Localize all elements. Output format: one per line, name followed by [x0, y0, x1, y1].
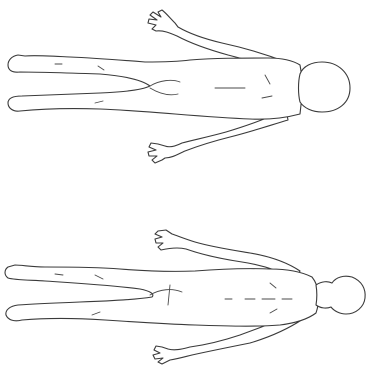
head	[299, 62, 351, 112]
body-figure-back-bottom	[0, 189, 367, 369]
body-figure-back-top	[0, 0, 367, 180]
torso-and-legs	[8, 55, 302, 119]
head	[316, 276, 365, 314]
torso-and-legs	[5, 265, 319, 326]
